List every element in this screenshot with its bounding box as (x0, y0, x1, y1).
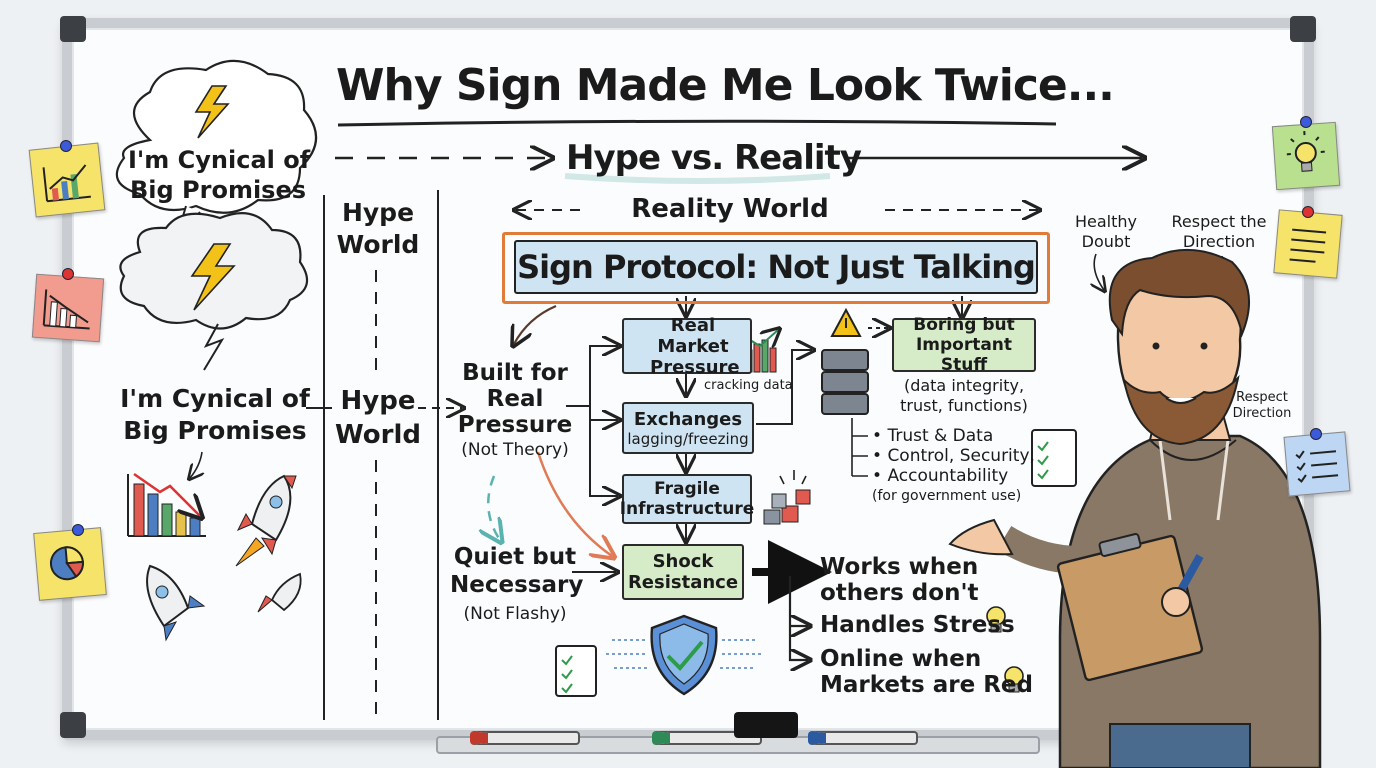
boring-bullet-2: • Control, Security, (872, 446, 1035, 466)
sticky-note-list (1273, 209, 1343, 279)
hype-world-mid-line-2: World (335, 420, 421, 450)
bullet-icon: • (872, 466, 888, 486)
works-when-line-1: Works when (820, 554, 979, 580)
quiet-line-1: Quiet but (453, 544, 577, 570)
boring-desc-line-2: trust, functions) (900, 396, 1028, 415)
sticky-note-chart-up (28, 142, 106, 218)
checklist-doodle-2 (1031, 429, 1077, 487)
sticky-note-checklist (1283, 431, 1351, 497)
rocket-doodle-3 (257, 572, 302, 613)
respect-small-line-2: Direction (1232, 406, 1292, 421)
boring-bullet-1-text: Trust & Data (887, 426, 994, 446)
pin (1310, 428, 1322, 440)
boring-desc-line-1: (data integrity, (903, 376, 1025, 395)
cracking-data-label: cracking data (704, 378, 793, 393)
marker-blue (808, 731, 918, 745)
board-corner-top-left (60, 16, 86, 42)
boring-bullet-1: • Trust & Data (872, 426, 993, 446)
healthy-doubt-line-2: Doubt (1081, 232, 1131, 251)
shock-line-1: Shock (652, 551, 714, 572)
reality-world-label: Reality World (631, 194, 829, 224)
pie-chart-icon (49, 546, 84, 581)
rocket-doodle-2 (146, 564, 206, 642)
works-when-line-2: others don't (820, 580, 979, 606)
handles-stress-label: Handles Stress (820, 612, 1015, 638)
shield-doodle (606, 614, 764, 696)
built-for-line-1: Built for (462, 360, 568, 386)
built-for-line-3: Pressure (457, 412, 573, 438)
real-market-line-1: Real Market (657, 314, 729, 357)
marker-red (470, 731, 580, 745)
boring-bullet-2-text: Control, Security, (887, 446, 1035, 466)
real-market-box: Real Market Pressure (622, 314, 752, 378)
page-title: Why Sign Made Me Look Twice... (336, 60, 1115, 111)
boring-bullet-3-text: Accountability (887, 466, 1009, 486)
quiet-line-3: (Not Flashy) (463, 604, 567, 624)
eraser (734, 712, 798, 738)
pin (1302, 206, 1314, 218)
online-when-line-2: Markets are Red (820, 672, 1033, 698)
boring-line-2: Important Stuff (915, 335, 1013, 375)
lightbulb-doodle-1 (986, 606, 1006, 633)
government-use-label: (for government use) (872, 488, 1022, 504)
pin (62, 268, 74, 280)
exchanges-line-1: Exchanges (633, 408, 743, 430)
bullet-icon: • (872, 426, 888, 446)
title-underline (337, 119, 1057, 127)
falling-chart-doodle (127, 472, 206, 537)
built-for-line-4: (Not Theory) (461, 440, 569, 460)
exchanges-box: Exchanges lagging/freezing (622, 402, 754, 454)
rocket-doodle-1 (235, 474, 297, 567)
lightbulb-doodle-2 (1004, 666, 1024, 693)
respect-direction-line-2: Direction (1182, 232, 1256, 251)
boring-important-box: Boring but Important Stuff (892, 315, 1036, 375)
respect-direction-line-1: Respect the (1171, 212, 1267, 231)
broken-blocks-doodle (763, 470, 811, 525)
chart-up-icon (42, 164, 91, 203)
cloud-text-line-1: I'm Cynical of (128, 146, 311, 174)
real-market-line-2: Pressure (650, 356, 740, 378)
quiet-line-2: Necessary (450, 572, 584, 598)
chart-down-icon (42, 289, 90, 330)
sticky-note-chart-down (31, 273, 105, 343)
sign-protocol-box (502, 232, 1050, 304)
thought-cloud-top (115, 59, 318, 214)
sticky-note-lightbulb (1271, 121, 1341, 191)
sticky-note-pie (33, 527, 107, 601)
built-for-line-2: Real (486, 386, 544, 412)
fragile-line-2: Infrastructure (619, 499, 755, 519)
pin (1300, 116, 1312, 128)
fragile-infrastructure-box: Fragile Infrastructure (619, 474, 755, 524)
cloud-text-line-2: Big Promises (129, 176, 307, 204)
shock-line-2: Resistance (627, 572, 739, 593)
pin (72, 524, 84, 536)
server-stack-doodle (821, 349, 869, 415)
pin (60, 140, 72, 152)
exchanges-line-2: lagging/freezing (627, 429, 749, 448)
healthy-doubt-line-1: Healthy (1074, 212, 1137, 231)
shock-resistance-box: Shock Resistance (622, 544, 744, 600)
boring-bullet-3: • Accountability (872, 466, 1008, 486)
checklist-doodle-1 (555, 645, 597, 697)
subtitle: Hype vs. Reality (566, 138, 862, 178)
board-corner-top-right (1290, 16, 1316, 42)
cynical-line-2: Big Promises (123, 416, 307, 445)
cynical-line-1: I'm Cynical of (120, 384, 310, 413)
fragile-line-1: Fragile (654, 479, 720, 499)
presenter-illustration (948, 249, 1322, 768)
sign-protocol-text: Sign Protocol: Not Just Talking (517, 248, 1036, 286)
boring-line-1: Boring but (913, 315, 1015, 335)
lightbulb-icon (1286, 130, 1325, 172)
online-when-line-1: Online when (820, 646, 982, 672)
hype-world-top-line-1: Hype (341, 198, 415, 227)
list-icon (1289, 228, 1327, 263)
board-corner-bottom-left (60, 712, 86, 738)
bullet-icon: • (872, 446, 888, 466)
hype-world-top-line-2: World (336, 230, 420, 259)
hype-world-mid-line-1: Hype (340, 386, 416, 416)
checklist-icon (1295, 450, 1339, 483)
respect-small-line-1: Respect (1236, 390, 1288, 405)
sign-protocol-inner: Sign Protocol: Not Just Talking (514, 240, 1038, 294)
